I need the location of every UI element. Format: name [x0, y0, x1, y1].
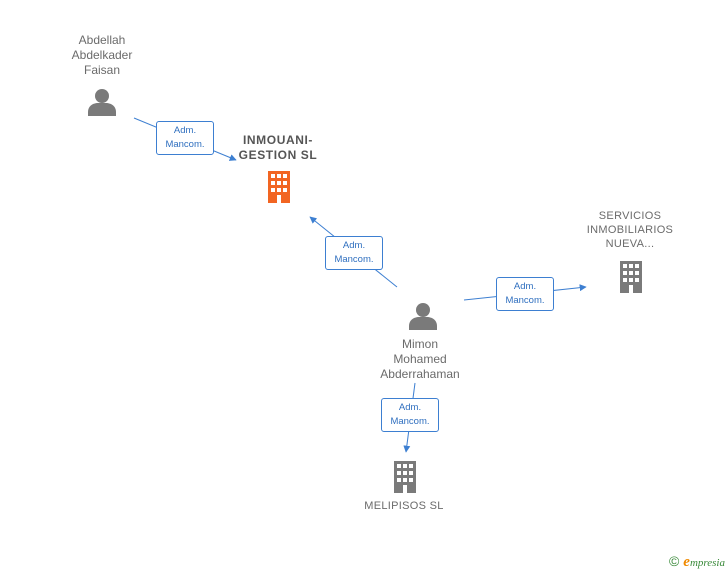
- edge-label-abdellah-inmouani: Adm. Mancom.: [156, 121, 214, 155]
- edge-label-mimon-melipisos: Adm. Mancom.: [381, 398, 439, 432]
- building-icon[interactable]: [394, 461, 416, 493]
- brand-initial: e: [683, 554, 690, 570]
- node-label-servicios[interactable]: SERVICIOS INMOBILIARIOS NUEVA...: [586, 210, 674, 250]
- edge-label-mimon-servicios: Adm. Mancom.: [496, 277, 554, 311]
- node-label-abdellah[interactable]: Abdellah Abdelkader Faisan: [71, 33, 133, 77]
- node-label-melipisos[interactable]: MELIPISOS SL: [364, 500, 444, 512]
- brand-name: mpresia: [689, 557, 725, 569]
- node-label-inmouani[interactable]: INMOUANI- GESTION SL: [238, 133, 318, 162]
- person-icon[interactable]: [409, 303, 437, 330]
- node-label-mimon[interactable]: Mimon Mohamed Abderrahaman: [380, 337, 460, 381]
- building-icon[interactable]: [268, 171, 290, 203]
- building-icon[interactable]: [620, 261, 642, 293]
- copyright-symbol: ©: [668, 553, 680, 569]
- person-icon[interactable]: [88, 89, 116, 116]
- edge-label-mimon-inmouani: Adm. Mancom.: [325, 236, 383, 270]
- empresia-watermark: ©empresia: [669, 553, 725, 571]
